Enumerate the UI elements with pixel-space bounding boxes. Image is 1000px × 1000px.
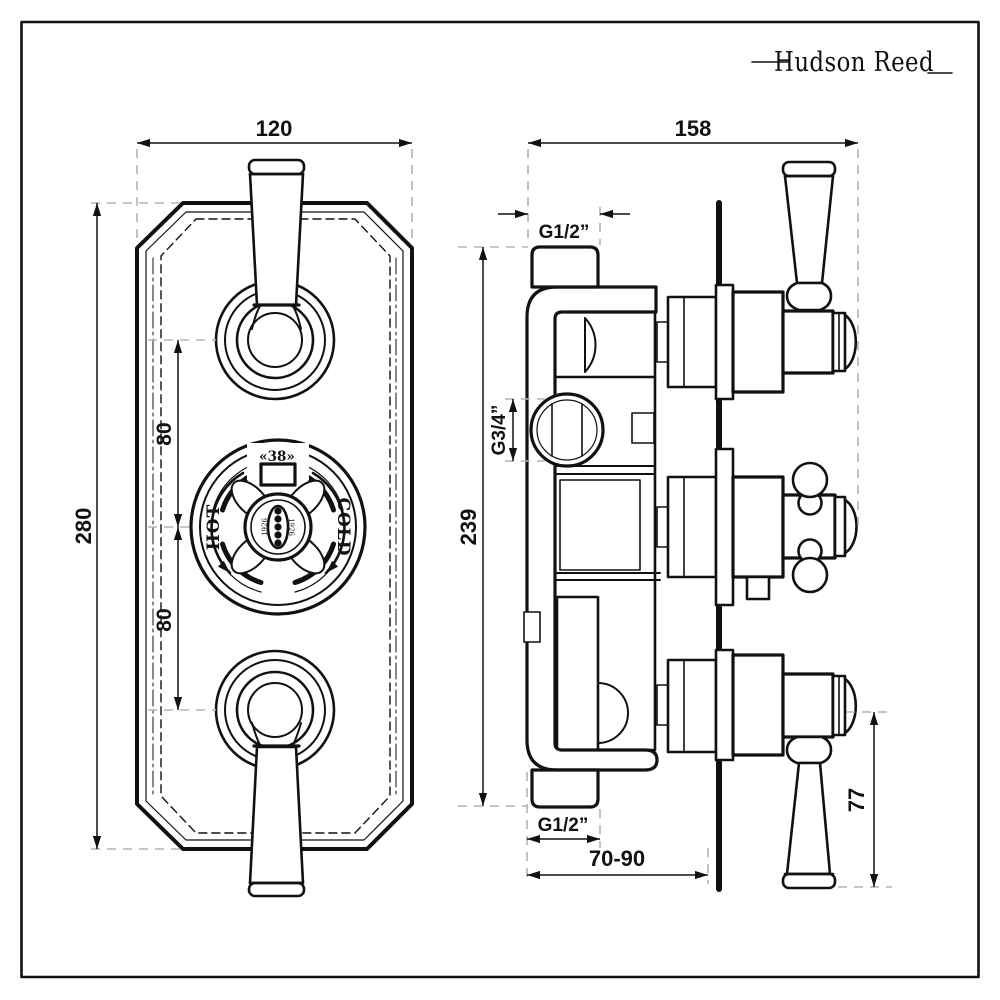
temperature-window: «38» <box>247 443 309 487</box>
valve-body <box>523 245 669 809</box>
temperature-dial: 1926 1926 «38» HOT COLD <box>189 438 367 616</box>
plate-outer-outline <box>135 201 414 851</box>
brand-logo: Hudson Reed <box>751 47 953 78</box>
bottom-lever-handle <box>247 722 306 898</box>
side-thread-dimension: G3/4” <box>489 398 545 462</box>
dial-outer-ring <box>189 438 367 616</box>
side-top-lever-handle <box>781 160 837 312</box>
side-thread-label: G3/4” <box>489 405 510 456</box>
plate-hidden-outline <box>160 218 391 834</box>
thermostat-cross-knob <box>791 461 829 594</box>
brand-medallion <box>266 504 290 550</box>
front-width-label: 120 <box>256 116 293 141</box>
top-thread-dimension: G1/2” <box>498 207 630 245</box>
front-spacing-top-label: 80 <box>153 422 176 445</box>
hot-label: HOT <box>204 504 224 551</box>
bottom-outlet-port <box>530 768 600 809</box>
side-bottom-lever-handle <box>781 735 837 890</box>
front-width-dimension: 120 <box>136 116 413 242</box>
hot-direction-arrow <box>210 471 245 575</box>
depth-range-dimension: 70-90 <box>527 846 709 884</box>
middle-cartridge <box>714 447 858 607</box>
side-width-label: 158 <box>675 116 712 141</box>
medallion-year-left: 1926 <box>261 518 269 536</box>
front-spacing-bottom-label: 80 <box>153 608 176 631</box>
top-inlet-port <box>530 245 600 289</box>
bracket-boss <box>523 611 541 643</box>
side-view: 158 G1/2” 239 G3/4” G1/2” <box>456 116 892 892</box>
top-cartridge-dome <box>843 313 858 371</box>
behind-wall-flanges <box>666 295 718 754</box>
drawing-border-frame <box>20 20 980 979</box>
bottom-thread-dimension: G1/2” <box>526 772 601 884</box>
mounting-bracket <box>525 285 659 772</box>
body-height-label: 239 <box>456 509 481 546</box>
front-spacing-top-dimension: 80 <box>148 339 216 528</box>
indicator-window <box>259 462 297 487</box>
medallion-year-right: 1926 <box>287 518 295 536</box>
front-height-label: 280 <box>71 508 96 545</box>
front-spacing-bottom-dimension: 80 <box>148 527 216 711</box>
dial-center-boss: 1926 1926 <box>243 492 313 562</box>
bottom-cartridge-dome <box>843 677 858 735</box>
top-thread-label: G1/2” <box>539 222 590 243</box>
handle-length-label: 77 <box>844 788 869 812</box>
cold-direction-arrow <box>311 471 346 575</box>
side-port-g34 <box>529 392 605 468</box>
side-width-dimension: 158 <box>527 116 859 528</box>
bottom-cartridge <box>714 648 858 890</box>
top-cartridge <box>714 160 858 401</box>
plate-inner-outline <box>145 211 404 841</box>
middle-cartridge-dome <box>843 498 858 555</box>
cold-label: COLD <box>333 497 353 556</box>
front-view: 1926 1926 «38» HOT COLD 120 280 <box>71 116 414 898</box>
top-lever-handle <box>247 158 306 330</box>
bottom-thread-label: G1/2” <box>538 815 589 836</box>
brand-name: Hudson Reed <box>774 47 934 78</box>
front-height-dimension: 280 <box>71 202 180 850</box>
temperature-value: «38» <box>259 449 295 465</box>
handle-length-dimension: 77 <box>838 711 892 888</box>
depth-range-label: 70-90 <box>589 846 645 871</box>
body-height-dimension: 239 <box>456 246 528 807</box>
front-plate <box>135 201 414 851</box>
